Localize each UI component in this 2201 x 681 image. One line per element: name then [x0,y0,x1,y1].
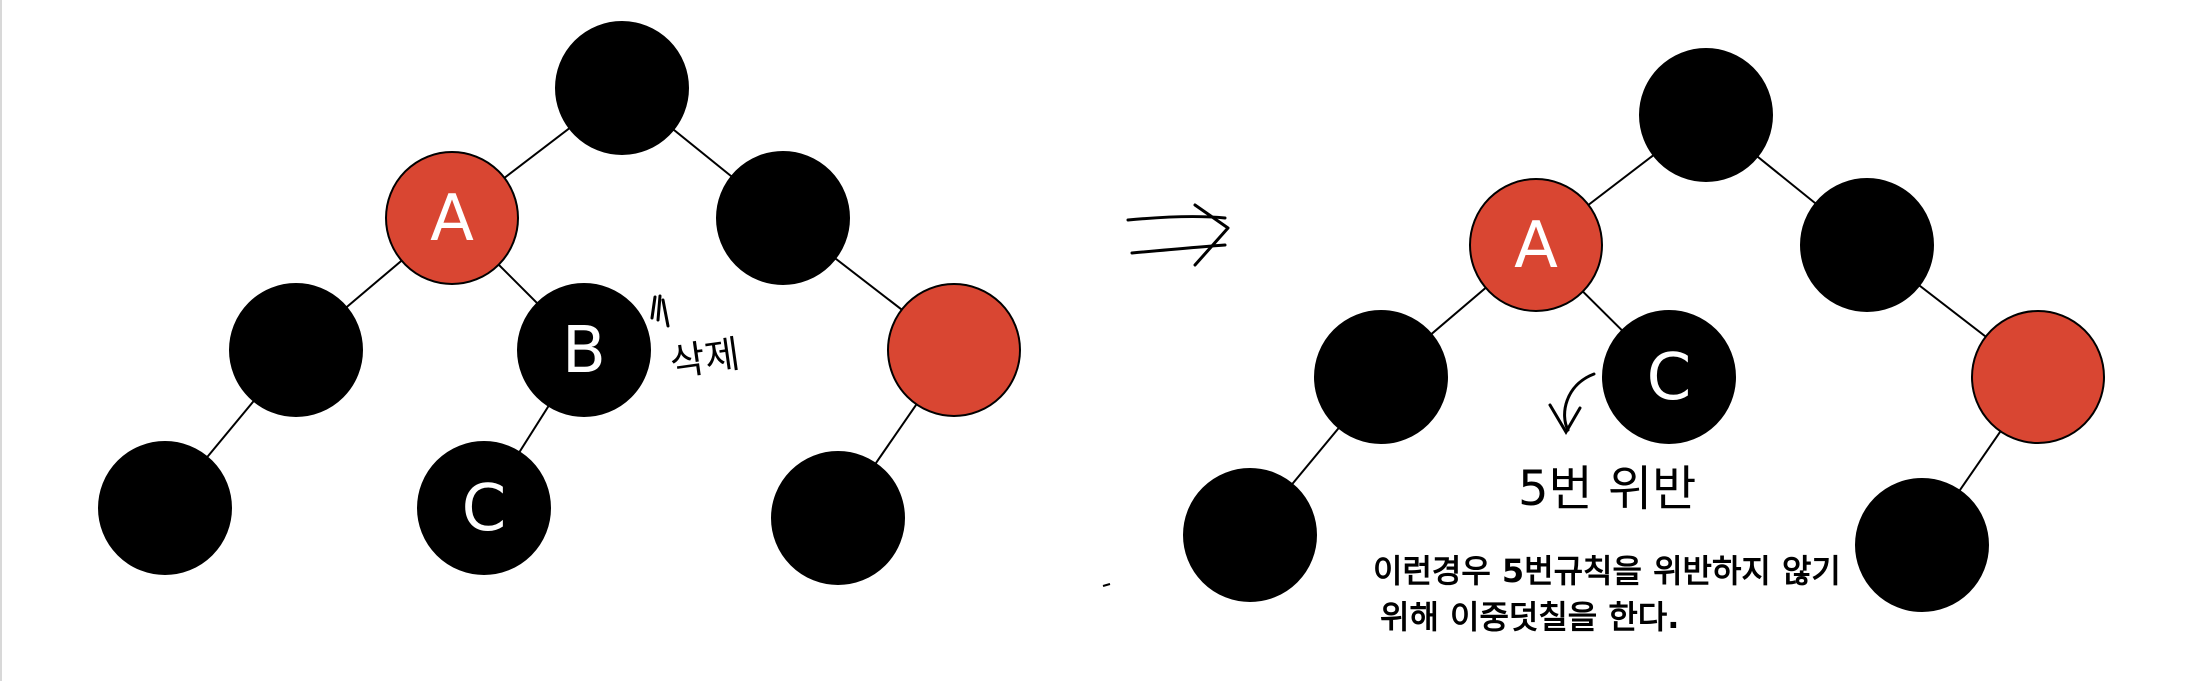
tree-node [887,283,1021,417]
node-label: C [1647,341,1692,415]
tree-node [98,441,232,575]
violation-arrow-icon [1548,372,1596,435]
tree-node [229,283,363,417]
page-left-border [0,0,2,681]
black-node-circle [1314,310,1448,444]
red-node-circle [385,151,519,285]
violation-note: 5번 위반 [1518,461,1696,517]
tree-node [1855,478,1989,612]
tree-node [716,151,850,285]
node-label: A [430,182,474,256]
tree-node [771,451,905,585]
tree-node [1183,468,1317,602]
black-node-circle [1800,178,1934,312]
tree-node [1971,310,2105,444]
transform-arrow [1126,203,1230,267]
node-label: A [1514,209,1558,283]
explanation-line-2: 위해 이중덧칠을 한다. [1380,598,1679,636]
black-node-circle [98,441,232,575]
black-node-circle [771,451,905,585]
tree-node [555,21,689,155]
black-node-circle [1855,478,1989,612]
tree-node [1314,310,1448,444]
tree-node [1800,178,1934,312]
tree-node: B [517,283,651,417]
tree-node [1639,48,1773,182]
black-node-circle [716,151,850,285]
tree-node: C [417,441,551,575]
black-node-circle [1639,48,1773,182]
black-node-circle [555,21,689,155]
tree-node: C [1602,310,1736,444]
delete-note: 삭제 [667,332,742,385]
node-label: B [562,314,606,388]
black-node-circle [417,441,551,575]
stray-mark [1102,583,1111,587]
node-label: C [462,472,507,546]
black-node-circle [517,283,651,417]
tree-nodes: A B C A C [98,21,2105,612]
explanation-line-1: 이런경우 5번규칙을 위반하지 않기 [1373,552,1841,590]
red-node-circle [887,283,1021,417]
delete-scribble-icon [650,294,670,328]
tree-node: A [385,151,519,285]
red-node-circle [1469,178,1603,312]
black-node-circle [1602,310,1736,444]
tree-node: A [1469,178,1603,312]
red-node-circle [1971,310,2105,444]
black-node-circle [1183,468,1317,602]
black-node-circle [229,283,363,417]
